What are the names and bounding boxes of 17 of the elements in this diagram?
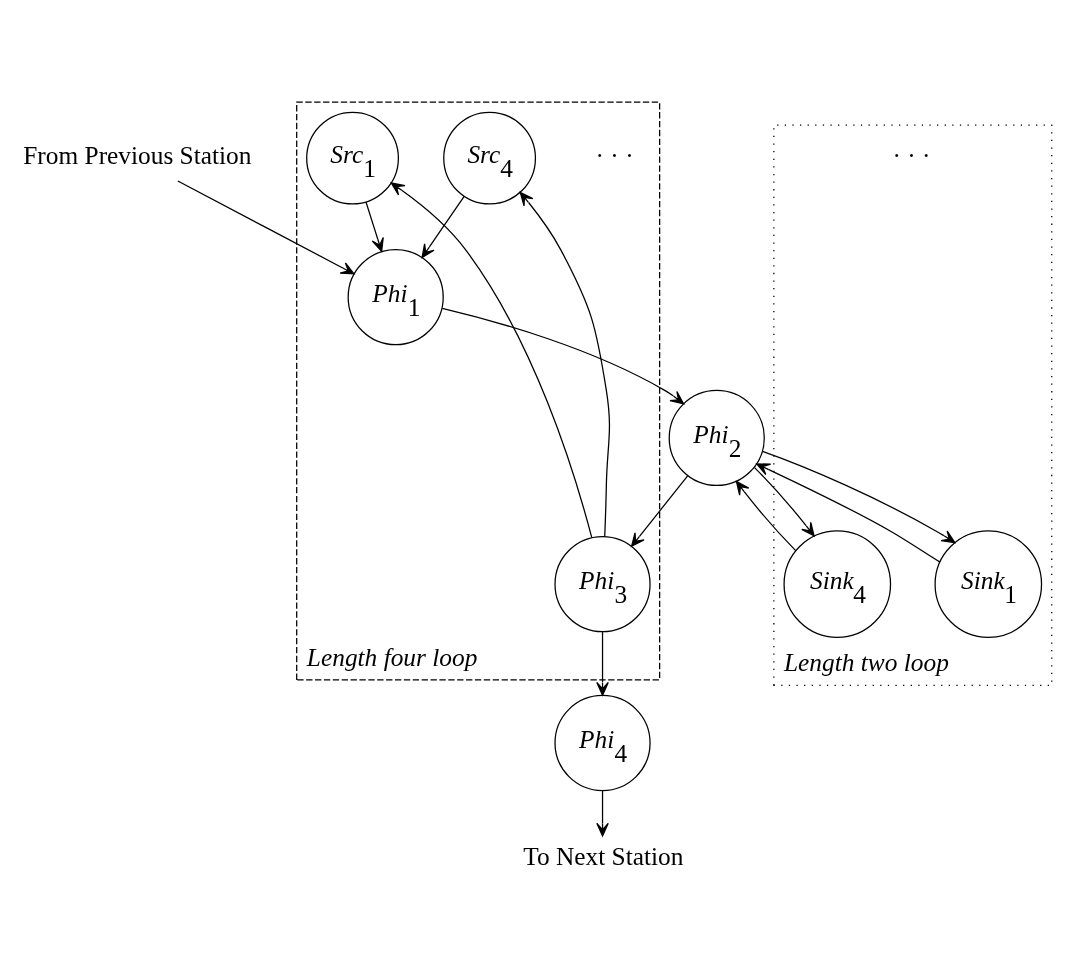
label: · · · xyxy=(595,140,634,169)
arrow xyxy=(753,466,815,536)
node-text: From Previous Station xyxy=(23,140,252,169)
arrow xyxy=(761,450,956,543)
arrow xyxy=(735,480,797,551)
arrow xyxy=(519,191,611,537)
arrow xyxy=(365,201,384,252)
arrow xyxy=(441,307,685,404)
arrow xyxy=(756,462,941,563)
arrow xyxy=(177,179,355,275)
label: · · · xyxy=(892,140,931,169)
node-text: To Next Station xyxy=(523,841,684,870)
arrow xyxy=(390,181,593,538)
arrow xyxy=(596,630,609,696)
arrow xyxy=(421,195,465,258)
arrow xyxy=(596,789,609,837)
arrow xyxy=(630,474,689,547)
